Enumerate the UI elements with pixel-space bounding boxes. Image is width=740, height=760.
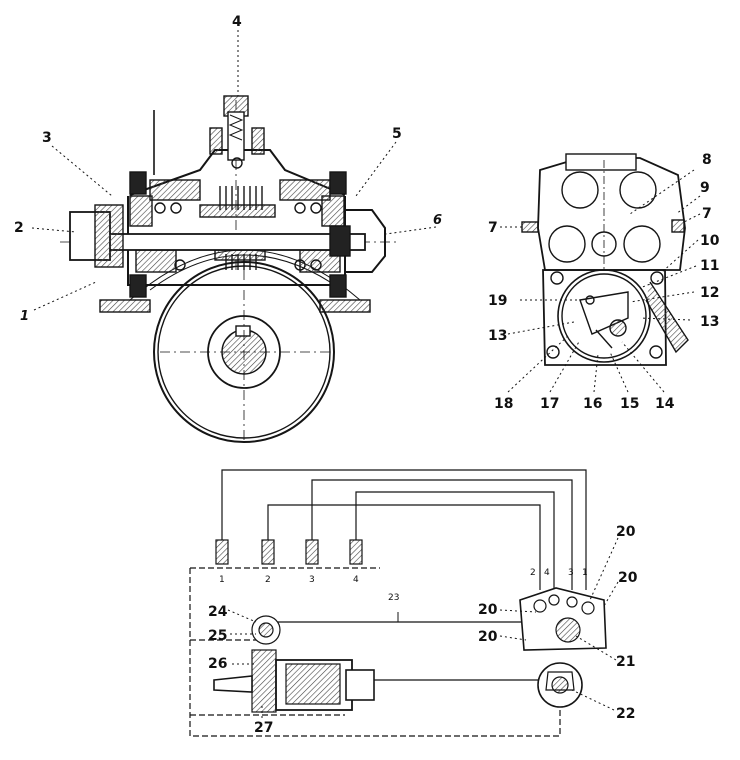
- ignition-wiring-schematic: [189, 469, 607, 737]
- callout-20-left-upper: 20: [478, 602, 498, 618]
- distributor-cap: [519, 587, 607, 651]
- plug-number-3: 3: [309, 575, 315, 585]
- main-shaft: [69, 186, 386, 273]
- callout-21: 21: [616, 654, 635, 670]
- callout-18: 18: [494, 396, 513, 412]
- callout-1: 1: [20, 309, 29, 324]
- callout-25: 25: [208, 628, 227, 644]
- callout-4: 4: [232, 14, 242, 30]
- callout-9: 9: [700, 180, 710, 196]
- callout-24: 24: [208, 604, 228, 620]
- section-view-callouts: [31, 30, 437, 311]
- drive-pulley: [129, 249, 361, 443]
- callout-3: 3: [42, 130, 52, 146]
- armature-coil: [213, 615, 375, 713]
- callout-22: 22: [616, 706, 635, 722]
- contact-breaker: [537, 662, 583, 708]
- callout-20-right: 20: [618, 570, 638, 586]
- callout-17: 17: [540, 396, 559, 412]
- callout-23: 23: [388, 593, 399, 603]
- callout-15: 15: [620, 396, 639, 412]
- callout-2: 2: [14, 220, 24, 236]
- end-view-callouts: [500, 169, 701, 393]
- callout-26: 26: [208, 656, 227, 672]
- callout-27: 27: [254, 720, 273, 736]
- spark-plugs: [215, 539, 363, 565]
- cap-terminal-2: 2: [530, 568, 536, 578]
- top-stem: [209, 95, 265, 169]
- callout-7-left: 7: [488, 220, 498, 236]
- callout-20-top: 20: [616, 524, 636, 540]
- callout-12: 12: [700, 285, 719, 301]
- callout-13-left: 13: [488, 328, 507, 344]
- callout-8: 8: [702, 152, 712, 168]
- callout-11: 11: [700, 258, 719, 274]
- callout-20-left-lower: 20: [478, 629, 498, 645]
- callout-6: 6: [433, 213, 442, 228]
- cap-terminal-4: 4: [544, 568, 550, 578]
- callout-13-right: 13: [700, 314, 719, 330]
- cap-terminal-1: 1: [582, 568, 588, 578]
- plug-number-2: 2: [265, 575, 271, 585]
- callout-16: 16: [583, 396, 602, 412]
- magneto-end-view: [521, 153, 689, 366]
- callout-10: 10: [700, 233, 720, 249]
- plug-number-4: 4: [353, 575, 359, 585]
- magneto-section-view: [60, 95, 400, 443]
- cap-terminal-3: 3: [568, 568, 574, 578]
- callout-19: 19: [488, 293, 507, 309]
- schematic-callouts: [227, 537, 619, 718]
- callout-7-right: 7: [702, 206, 712, 222]
- callout-14: 14: [655, 396, 675, 412]
- callout-5: 5: [392, 126, 402, 142]
- plug-number-1: 1: [219, 575, 225, 585]
